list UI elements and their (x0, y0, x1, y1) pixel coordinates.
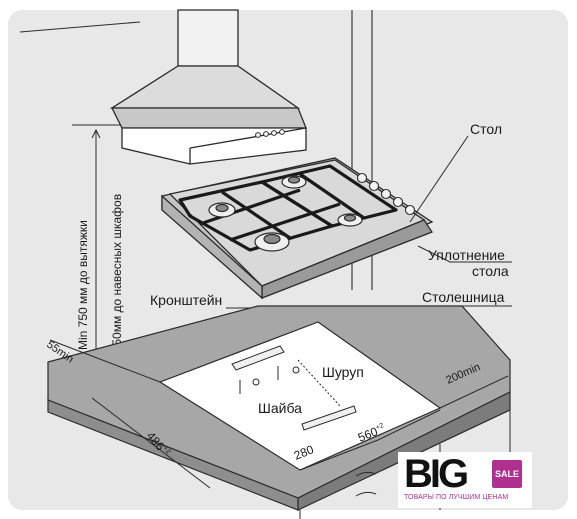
dim-depth-sup: +2 (161, 445, 172, 456)
label-bracket: Кронштейн (150, 292, 222, 308)
screw-washer-parts (239, 359, 341, 407)
range-hood (109, 9, 307, 165)
label-seal-line2: стола (472, 263, 509, 279)
label-seal-line1: Уплотнение (428, 247, 505, 263)
logo-tagline: ТОВАРЫ ПО ЛУЧШИМ ЦЕНАМ (404, 494, 509, 501)
hood-buttons (255, 129, 285, 138)
label-table: Стол (470, 121, 502, 137)
logo-sale-badge: SALE (492, 460, 522, 488)
big-sale-logo: BIG SALE ТОВАРЫ ПО ЛУЧШИМ ЦЕНАМ (398, 452, 532, 508)
mounting-bracket (231, 345, 357, 431)
label-screw: Шуруп (322, 364, 364, 380)
hob-burners (208, 175, 363, 252)
label-countertop: Столешница (422, 289, 505, 305)
vertical-clearance-line (72, 124, 120, 362)
gas-hob (161, 157, 434, 300)
dim-width-sup: +2 (375, 422, 385, 432)
cabinet-distance-label: Min 850мм до навесных шкафов (110, 194, 124, 375)
hob-knobs (356, 172, 416, 216)
hob-grates (178, 164, 398, 252)
dimension-lines (49, 339, 509, 489)
logo-brand-text: BIG (404, 452, 469, 496)
hood-distance-label: Min 750 мм до вытяжки (76, 220, 90, 350)
label-washer: Шайба (258, 400, 302, 416)
